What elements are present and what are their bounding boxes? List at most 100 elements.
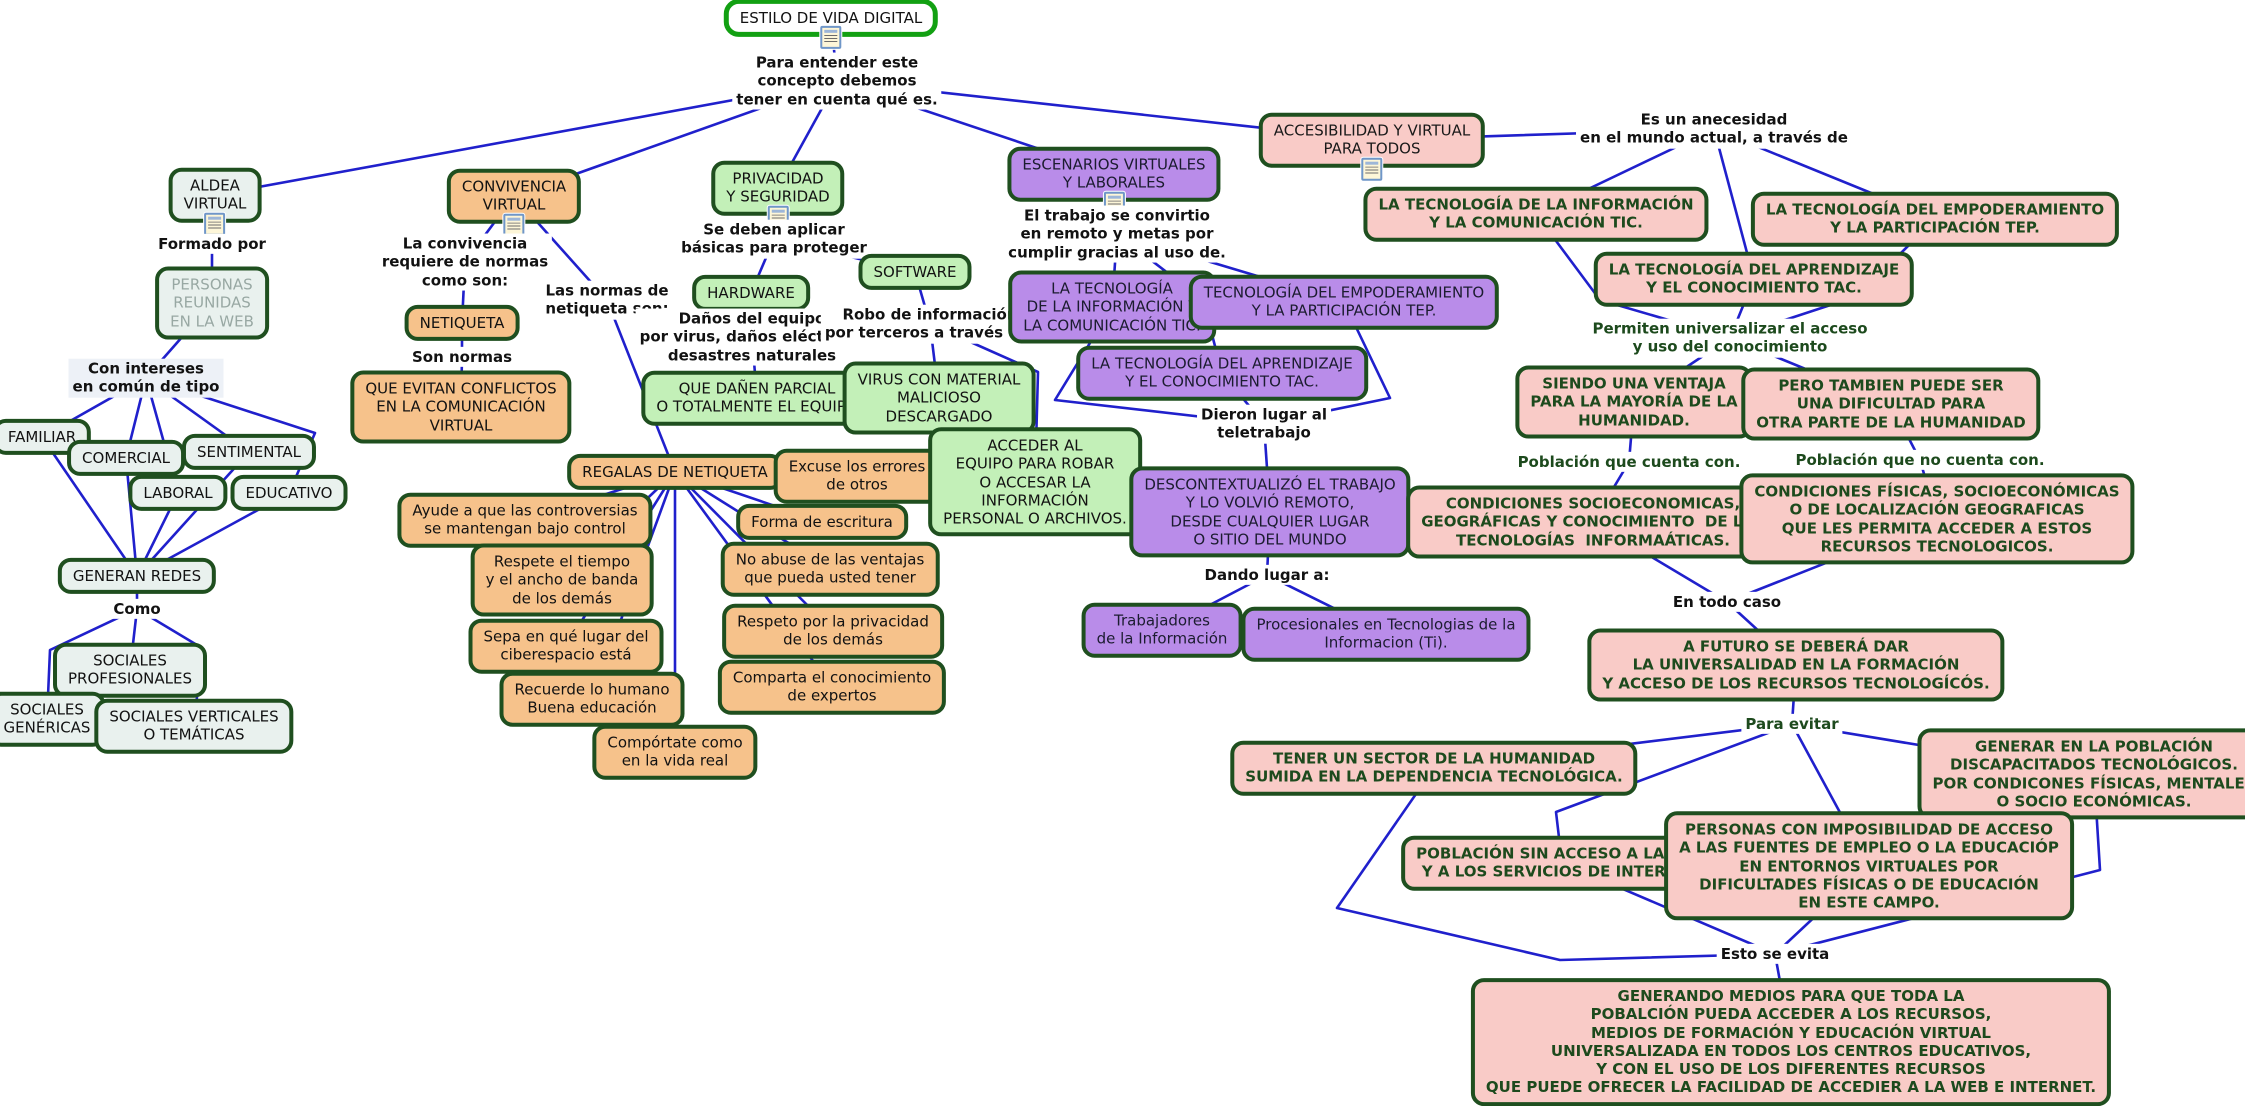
node-sentimental[interactable]: SENTIMENTAL [181, 433, 317, 471]
label-con-intereses[interactable]: Con intereses en común de tipo [68, 358, 224, 398]
document-resource-icon[interactable] [1361, 157, 1383, 181]
node-comparta-conocimiento[interactable]: Comparta el conocimiento de expertos [717, 659, 947, 715]
node-procesionales-ti[interactable]: Procesionales en Tecnologias de la Infor… [1241, 606, 1531, 662]
node-generando-medios-label: GENERANDO MEDIOS PARA QUE TODA LA POBALC… [1485, 987, 2097, 1097]
node-software[interactable]: SOFTWARE [858, 253, 972, 291]
document-resource-icon[interactable] [820, 26, 842, 50]
node-excuse-errores[interactable]: Excuse los errores de otros [773, 448, 941, 504]
node-tecnologia-tic-pink[interactable]: LA TECNOLOGÍA DE LA INFORMACIÓN Y LA COM… [1363, 186, 1709, 242]
label-permiten-universalizar[interactable]: Permiten universalizar el acceso y uso d… [1588, 318, 1872, 358]
label-poblacion-no-cuenta[interactable]: Población que no cuenta con. [1791, 449, 2049, 471]
label-la-convivencia-label: La convivencia requiere de normas como s… [381, 234, 549, 290]
node-acceder-al-equipo-label: ACCEDER AL EQUIPO PARA ROBAR O ACCESAR L… [943, 436, 1127, 528]
node-hardware[interactable]: HARDWARE [692, 274, 810, 312]
node-convivencia-virtual[interactable]: CONVIVENCIA VIRTUAL [446, 168, 582, 237]
node-virus-material-malicioso[interactable]: VIRUS CON MATERIAL MALICIOSO DESCARGADO [842, 361, 1036, 435]
node-que-danen-parcial-label: QUE DAÑEN PARCIAL O TOTALMENTE EL EQUIPO [656, 379, 858, 416]
label-es-una-necesidad[interactable]: Es un anecesidad en el mundo actual, a t… [1576, 109, 1852, 149]
node-estilo-de-vida-digital[interactable]: ESTILO DE VIDA DIGITAL [723, 0, 939, 50]
node-sociales-genericas-label: SOCIALES GENÉRICAS [3, 700, 91, 737]
node-respeto-privacidad[interactable]: Respeto por la privacidad de los demás [722, 603, 944, 659]
label-son-normas[interactable]: Son normas [407, 346, 517, 368]
node-tecnologia-tic-pink-label: LA TECNOLOGÍA DE LA INFORMACIÓN Y LA COM… [1378, 195, 1694, 232]
node-generando-medios[interactable]: GENERANDO MEDIOS PARA QUE TODA LA POBALC… [1470, 978, 2112, 1106]
node-sociales-verticales[interactable]: SOCIALES VERTICALES O TEMÁTICAS [94, 698, 294, 754]
node-trabajadores-informacion[interactable]: Trabajadores de la Información [1081, 602, 1243, 658]
node-aldea-virtual-label: ALDEA VIRTUAL [183, 176, 247, 213]
node-que-evitan-conflictos[interactable]: QUE EVITAN CONFLICTOS EN LA COMUNICACIÓN… [350, 370, 572, 444]
node-que-evitan-conflictos-label: QUE EVITAN CONFLICTOS EN LA COMUNICACIÓN… [365, 379, 557, 435]
node-que-danen-parcial[interactable]: QUE DAÑEN PARCIAL O TOTALMENTE EL EQUIPO [641, 370, 873, 426]
node-condiciones-fisicas[interactable]: CONDICIONES FÍSICAS, SOCIOECONÓMICAS O D… [1739, 473, 2135, 565]
label-para-entender[interactable]: Para entender este concepto debemos tene… [732, 52, 942, 110]
node-convivencia-virtual-label: CONVIVENCIA VIRTUAL [461, 177, 567, 214]
node-condiciones-socioeconomicas-label: CONDICIONES SOCIOECONOMICAS, GEOGRÁFICAS… [1421, 494, 1765, 550]
node-laboral[interactable]: LABORAL [128, 474, 228, 512]
node-a-futuro[interactable]: A FUTURO SE DEBERÁ DAR LA UNIVERSALIDAD … [1587, 628, 2005, 702]
label-robo-informacion[interactable]: Robo de información por terceros a travé… [820, 304, 1040, 344]
node-comercial[interactable]: COMERCIAL [67, 439, 185, 477]
connector-line [124, 456, 139, 578]
node-accesibilidad-virtual[interactable]: ACCESIBILIDAD Y VIRTUAL PARA TODOS [1258, 112, 1486, 181]
node-descontextualizo[interactable]: DESCONTEXTUALIZÓ EL TRABAJO Y LO VOLVIÓ … [1129, 466, 1411, 558]
node-personas-imposibilidad[interactable]: PERSONAS CON IMPOSIBILIDAD DE ACCESO A L… [1664, 811, 2074, 921]
node-ayude-controversias[interactable]: Ayude a que las controversias se manteng… [397, 492, 653, 548]
label-en-todo-caso[interactable]: En todo caso [1668, 591, 1786, 613]
node-forma-escritura-label: Forma de escritura [751, 512, 893, 531]
node-escenarios-virtuales-label: ESCENARIOS VIRTUALES Y LABORALES [1022, 155, 1206, 192]
node-privacidad-seguridad[interactable]: PRIVACIDAD Y SEGURIDAD [711, 160, 845, 229]
node-personas-reunidas[interactable]: PERSONAS REUNIDAS EN LA WEB [155, 266, 269, 340]
connector-line [135, 450, 251, 578]
node-condiciones-fisicas-label: CONDICIONES FÍSICAS, SOCIOECONÓMICAS O D… [1754, 482, 2120, 556]
node-comparta-conocimiento-label: Comparta el conocimiento de expertos [732, 668, 932, 705]
node-sociales-profesionales[interactable]: SOCIALES PROFESIONALES [53, 642, 207, 698]
node-generan-redes[interactable]: GENERAN REDES [57, 557, 217, 595]
label-poblacion-cuenta[interactable]: Población que cuenta con. [1513, 451, 1745, 473]
label-formado-por[interactable]: Formado por [154, 233, 270, 255]
label-dando-lugar[interactable]: Dando lugar a: [1200, 564, 1334, 586]
node-software-label: SOFTWARE [873, 262, 957, 281]
node-tecnologia-tic-purple[interactable]: LA TECNOLOGÍA DE LA INFORMACIÓN Y LA COM… [1008, 270, 1216, 344]
document-resource-icon[interactable] [204, 212, 226, 236]
node-condiciones-socioeconomicas[interactable]: CONDICIONES SOCIOECONOMICAS, GEOGRÁFICAS… [1406, 485, 1780, 559]
node-escenarios-virtuales[interactable]: ESCENARIOS VIRTUALES Y LABORALES [1007, 146, 1221, 215]
node-comportate[interactable]: Compórtate como en la vida real [592, 724, 758, 780]
node-siendo-una-ventaja[interactable]: SIENDO UNA VENTAJA PARA LA MAYORÍA DE LA… [1515, 365, 1753, 439]
label-poblacion-no-cuenta-label: Población que no cuenta con. [1795, 450, 2045, 469]
node-tecnologia-tac-pink[interactable]: LA TECNOLOGÍA DEL APRENDIZAJE Y EL CONOC… [1593, 251, 1915, 307]
node-accesibilidad-virtual-label: ACCESIBILIDAD Y VIRTUAL PARA TODOS [1273, 121, 1471, 158]
node-sociales-profesionales-label: SOCIALES PROFESIONALES [68, 651, 192, 688]
label-dieron-lugar[interactable]: Dieron lugar al teletrabajo [1197, 404, 1331, 444]
node-educativo[interactable]: EDUCATIVO [230, 474, 348, 512]
node-recuerde-lo-humano-label: Recuerde lo humano Buena educación [514, 680, 670, 717]
node-generar-discapacitados-label: GENERAR EN LA POBLACIÓN DISCAPACITADOS T… [1932, 737, 2245, 811]
node-ayude-controversias-label: Ayude a que las controversias se manteng… [412, 501, 638, 538]
label-el-trabajo-label: El trabajo se convirtio en remoto y meta… [1008, 206, 1226, 262]
node-regalas-de-netiqueta[interactable]: REGALAS DE NETIQUETA [567, 453, 783, 491]
label-como[interactable]: Como [109, 598, 165, 620]
node-pero-tambien-label: PERO TAMBIEN PUEDE SER UNA DIFICULTAD PA… [1756, 376, 2026, 432]
node-tecnologia-tac-pink-label: LA TECNOLOGÍA DEL APRENDIZAJE Y EL CONOC… [1608, 260, 1900, 297]
node-sociales-genericas[interactable]: SOCIALES GENÉRICAS [0, 691, 106, 747]
label-el-trabajo[interactable]: El trabajo se convirtio en remoto y meta… [1004, 205, 1230, 263]
node-respete-tiempo-label: Respete el tiempo y el ancho de banda de… [485, 552, 639, 608]
node-tecnologia-tac-purple[interactable]: LA TECNOLOGÍA DEL APRENDIZAJE Y EL CONOC… [1076, 345, 1368, 401]
node-no-abuse[interactable]: No abuse de las ventajas que pueda usted… [720, 541, 940, 597]
label-para-evitar[interactable]: Para evitar [1741, 713, 1843, 735]
node-sepa-lugar[interactable]: Sepa en qué lugar del ciberespacio está [468, 618, 664, 674]
node-tener-un-sector[interactable]: TENER UN SECTOR DE LA HUMANIDAD SUMIDA E… [1230, 740, 1638, 796]
node-generar-discapacitados[interactable]: GENERAR EN LA POBLACIÓN DISCAPACITADOS T… [1917, 728, 2245, 820]
node-acceder-al-equipo[interactable]: ACCEDER AL EQUIPO PARA ROBAR O ACCESAR L… [928, 427, 1142, 537]
label-la-convivencia[interactable]: La convivencia requiere de normas como s… [377, 233, 553, 291]
node-netiqueta[interactable]: NETIQUETA [404, 304, 520, 342]
label-esto-se-evita[interactable]: Esto se evita [1716, 943, 1834, 965]
node-hardware-label: HARDWARE [707, 283, 795, 302]
label-se-deben-aplicar[interactable]: Se deben aplicar básicas para proteger [677, 219, 871, 259]
node-respete-tiempo[interactable]: Respete el tiempo y el ancho de banda de… [470, 543, 654, 617]
node-aldea-virtual[interactable]: ALDEA VIRTUAL [168, 167, 262, 236]
node-pero-tambien[interactable]: PERO TAMBIEN PUEDE SER UNA DIFICULTAD PA… [1741, 367, 2041, 441]
node-forma-escritura[interactable]: Forma de escritura [736, 503, 908, 541]
node-tecnologia-tep-purple[interactable]: TECNOLOGÍA DEL EMPODERAMIENTO Y LA PARTI… [1188, 274, 1500, 330]
node-tecnologia-tep-pink[interactable]: LA TECNOLOGÍA DEL EMPODERAMIENTO Y LA PA… [1750, 191, 2120, 247]
node-recuerde-lo-humano[interactable]: Recuerde lo humano Buena educación [499, 671, 685, 727]
